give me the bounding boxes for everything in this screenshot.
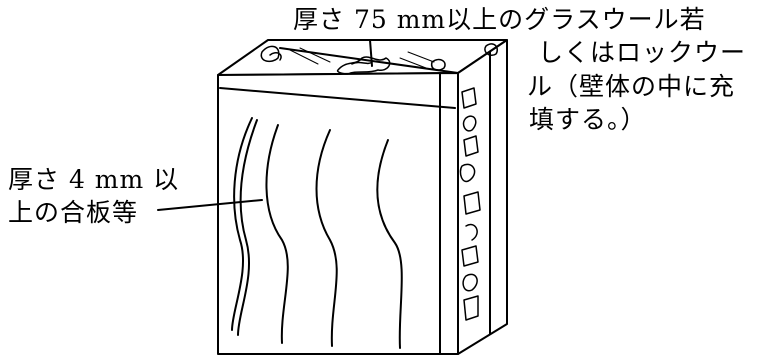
top-board-edge-front [219,87,456,109]
grain-line [237,119,258,336]
top-hatch [407,51,435,63]
top-hatch [299,47,331,63]
grain-line [376,139,403,349]
top-hatch [399,57,427,69]
insulation-scribble-side [459,163,481,241]
insulation-scribble-top [430,58,446,71]
grain-line [315,129,338,347]
insulation-label-line-1: 厚さ 75 mm以上のグラスウール若 [293,5,706,34]
panel-side-face [457,39,508,355]
insulation-label-line-2: しくはロックウー [538,38,747,67]
insulation-scribble-side [461,245,479,321]
top-hatch [289,49,319,65]
insulation-scribble-side [461,87,479,157]
plywood-label-line-2: 上の合板等 [8,198,139,227]
grain-line [231,117,253,331]
insulation-label-line-3: ル（壁体の中に充 [527,72,736,101]
insulation-scribble-top [484,43,498,57]
panel-front-face [217,72,459,355]
leader-plywood [157,199,263,211]
insulation-label-line-4: 填する。） [529,105,647,134]
grain-line [265,124,289,344]
plywood-label-line-1: 厚さ 4 mm 以 [8,165,180,194]
insulation-scribble-top [260,45,282,63]
leader-insulation [369,39,373,67]
